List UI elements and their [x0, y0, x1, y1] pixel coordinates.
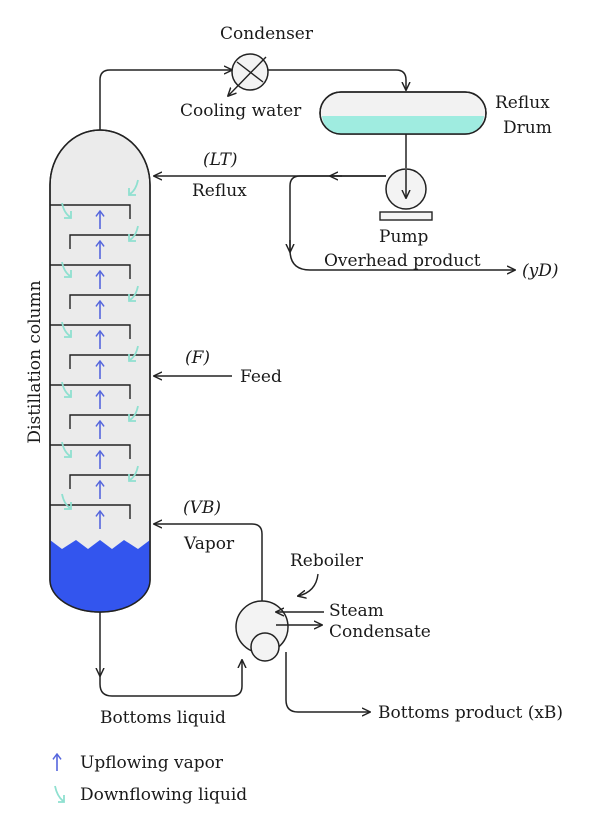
condensate-label: Condensate	[329, 622, 431, 642]
liquid-arrow	[128, 285, 139, 302]
tray	[50, 444, 131, 459]
liquid-flow-arrows	[61, 179, 139, 510]
steam-label: Steam	[329, 601, 384, 621]
tray	[69, 294, 150, 309]
tray	[50, 264, 131, 279]
vapor-label: Vapor	[183, 534, 235, 554]
pump-label: Pump	[379, 227, 429, 247]
distillation-column	[49, 129, 151, 613]
liquid-arrow	[128, 345, 139, 362]
liquid-arrow	[128, 465, 139, 482]
liquid-arrow	[61, 441, 72, 458]
legend-vapor-label: Upflowing vapor	[80, 753, 224, 773]
tray	[50, 324, 131, 339]
reboiler	[235, 600, 289, 662]
condenser-label: Condenser	[220, 24, 314, 44]
legend-liquid-arrow	[54, 785, 65, 803]
column-trays	[50, 204, 150, 519]
pump	[379, 168, 433, 221]
bottoms-product-line	[285, 652, 370, 712]
overhead-vapor-line	[99, 70, 232, 130]
reflux-drum-label-1: Reflux	[495, 93, 550, 113]
reflux-drum	[319, 91, 487, 135]
liquid-arrow	[128, 225, 139, 242]
tray	[50, 384, 131, 399]
liquid-arrow	[61, 381, 72, 398]
tray	[69, 474, 150, 489]
liquid-arrow	[61, 261, 72, 278]
condenser-to-drum-line	[268, 69, 406, 90]
reboiler-pointer	[298, 573, 319, 596]
tray	[50, 204, 131, 219]
liquid-arrow	[128, 405, 139, 422]
column-label: Distillation column	[25, 280, 45, 443]
cooling-water-arrow	[228, 56, 267, 96]
tray	[69, 354, 150, 369]
reflux-label: Reflux	[192, 181, 247, 201]
bottoms-liquid-label: Bottoms liquid	[100, 708, 226, 728]
vb-label: (VB)	[183, 498, 221, 518]
legend-liquid-label: Downflowing liquid	[80, 785, 247, 805]
yd-label: (yD)	[522, 261, 559, 281]
tray	[69, 414, 150, 429]
liquid-arrow	[61, 321, 72, 338]
legend: Upflowing vapor Downflowing liquid	[55, 753, 247, 805]
feed-label: Feed	[240, 367, 282, 387]
reflux-drum-label-2: Drum	[503, 118, 552, 138]
liquid-arrow	[128, 179, 139, 196]
vapor-return-line	[154, 524, 263, 605]
f-label: (F)	[185, 348, 210, 368]
cooling-water-label: Cooling water	[180, 101, 302, 121]
condenser	[228, 53, 269, 96]
liquid-arrow	[61, 493, 72, 510]
reboiler-label: Reboiler	[290, 551, 364, 571]
lt-label: (LT)	[203, 150, 238, 170]
overhead-product-label: Overhead product	[324, 251, 481, 271]
tray	[50, 504, 131, 519]
bottoms-product-label: Bottoms product (xB)	[378, 703, 563, 723]
column-bottom-liquid	[50, 540, 150, 612]
liquid-arrow	[61, 202, 72, 219]
tray	[69, 234, 150, 249]
